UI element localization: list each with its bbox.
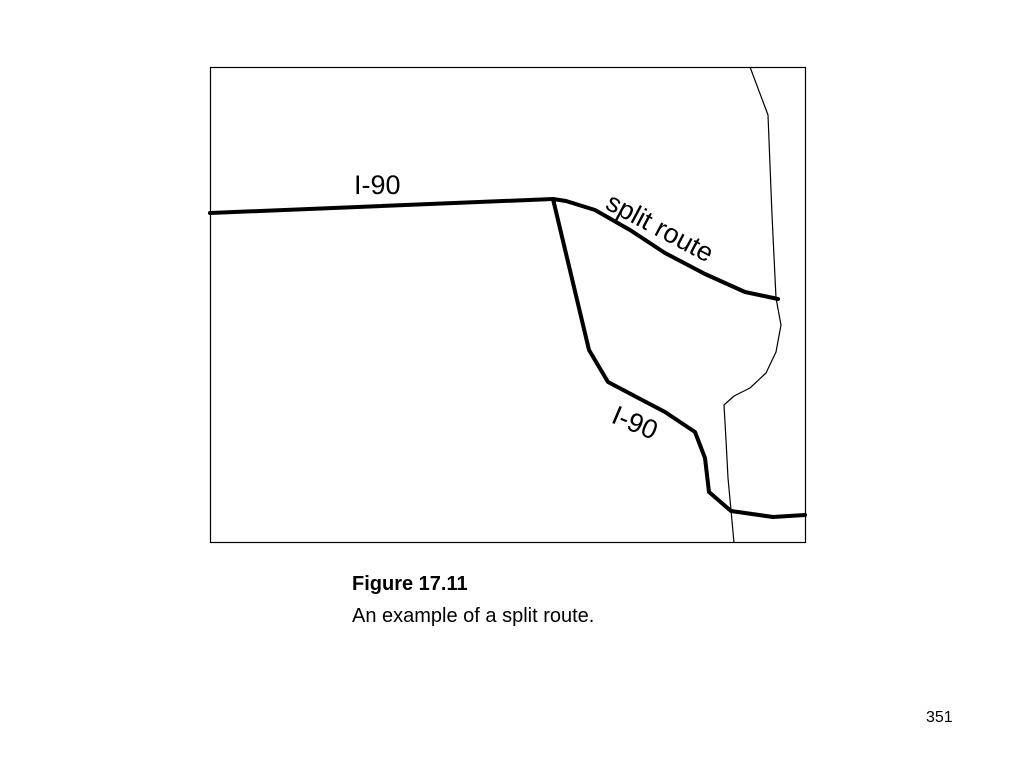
figure-caption-text: An example of a split route.	[352, 605, 595, 627]
map-frame	[209, 66, 807, 544]
boundary-line	[723, 66, 782, 544]
split-route-segment	[551, 197, 780, 301]
i90-main-label: I-90	[354, 170, 401, 200]
page-number: 351	[926, 709, 953, 726]
i90-main-segment	[208, 197, 555, 215]
i90-alternate-segment	[551, 197, 807, 519]
figure-caption-title: Figure 17.11	[352, 573, 468, 595]
